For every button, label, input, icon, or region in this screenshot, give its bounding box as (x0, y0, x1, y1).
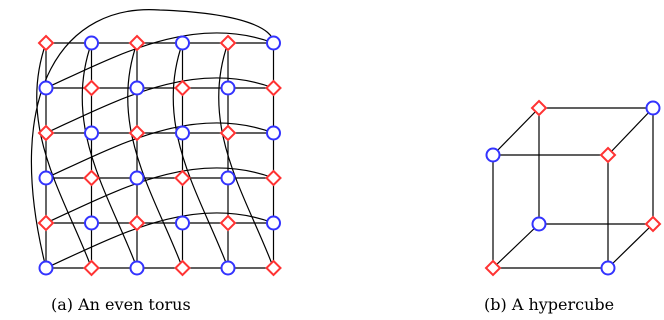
hypercube-node-circle (485, 147, 501, 163)
torus-node-diamond (37, 124, 55, 142)
torus-node-circle (220, 260, 236, 276)
torus-row-wrap-edge (45, 77, 274, 134)
torus-node-diamond (265, 79, 282, 97)
torus-row-wrap-edge (45, 167, 274, 224)
torus-node-circle (84, 125, 99, 141)
torus-node-diamond (128, 124, 146, 142)
torus-node-diamond (219, 124, 237, 142)
torus-row-wrap-edge (45, 212, 274, 269)
torus-column-wrap-edge (127, 42, 184, 269)
torus-node-circle (266, 215, 281, 231)
hypercube-node-diamond (484, 259, 502, 277)
torus-node-circle (38, 260, 54, 276)
torus-node-diamond (83, 79, 100, 97)
torus-node-diamond (83, 169, 100, 187)
torus-node-circle (266, 125, 281, 141)
hypercube-edge (607, 107, 654, 156)
torus-column-wrap-edge (172, 42, 229, 269)
torus-row-wrap-edge (45, 122, 274, 179)
torus-node-circle (129, 260, 145, 276)
torus-column-wrap-edge (218, 42, 275, 269)
torus-node-diamond (174, 169, 191, 187)
torus-node-diamond (265, 169, 282, 187)
torus-node-circle (175, 215, 190, 231)
torus-node-circle (84, 35, 99, 51)
torus-node-diamond (128, 34, 146, 52)
hypercube-node-diamond (599, 146, 617, 164)
torus-node-diamond (265, 259, 282, 277)
torus-node-diamond (37, 214, 55, 232)
hypercube-node-circle (531, 216, 547, 232)
torus-node-circle (220, 170, 236, 186)
torus-column-wrap-edge (36, 42, 93, 269)
hypercube-graph (484, 99, 662, 277)
torus-node-circle (129, 170, 145, 186)
torus-node-circle (266, 35, 281, 51)
torus-node-diamond (128, 214, 146, 232)
torus-nodes (37, 34, 282, 277)
torus-node-circle (129, 80, 145, 96)
hypercube-nodes (484, 99, 662, 277)
torus-node-diamond (219, 214, 237, 232)
torus-corner-wrap-edge (30, 9, 275, 269)
torus-node-diamond (83, 259, 100, 277)
hypercube-edge (492, 107, 540, 156)
torus-node-diamond (174, 79, 191, 97)
hypercube-edges (492, 107, 654, 269)
hypercube-edge (607, 223, 654, 269)
torus-edges (30, 9, 275, 269)
torus-node-circle (175, 125, 190, 141)
torus-node-diamond (37, 34, 55, 52)
torus-node-circle (220, 80, 236, 96)
caption-hypercube: (b) A hypercube (484, 295, 615, 314)
torus-node-circle (84, 215, 99, 231)
torus-node-diamond (174, 259, 191, 277)
torus-column-wrap-edge (81, 42, 138, 269)
hypercube-edge (492, 223, 540, 269)
caption-torus: (a) An even torus (51, 295, 191, 314)
hypercube-node-circle (600, 260, 616, 276)
hypercube-node-diamond (530, 99, 548, 117)
torus-row-wrap-edge (45, 32, 274, 89)
torus-node-circle (175, 35, 190, 51)
torus-node-diamond (219, 34, 237, 52)
hypercube-node-diamond (644, 215, 662, 233)
torus-node-circle (38, 80, 54, 96)
hypercube-node-circle (645, 100, 661, 116)
torus-graph (30, 9, 282, 277)
torus-node-circle (38, 170, 54, 186)
